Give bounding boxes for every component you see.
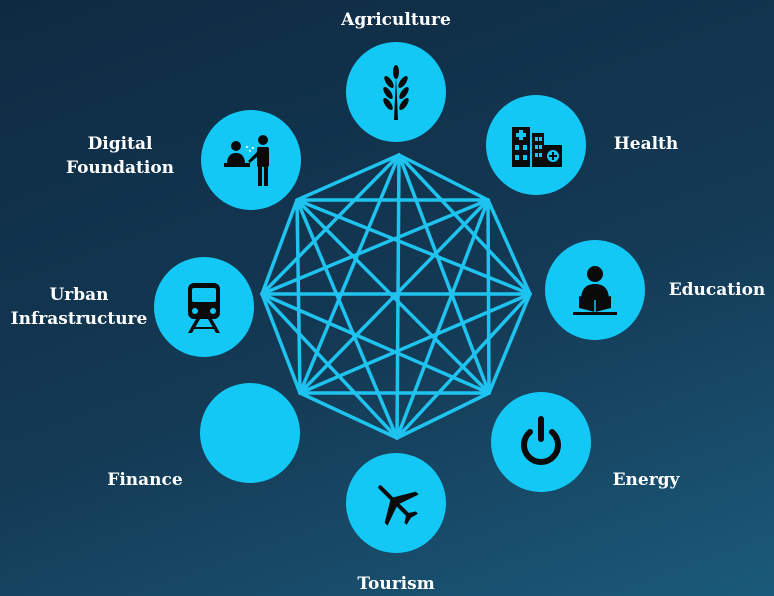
network-edge-2	[397, 153, 491, 395]
health-label: Health	[613, 134, 679, 154]
urban-label-line1: Urban	[49, 285, 109, 305]
network-edge-21	[295, 198, 491, 395]
urban-infrastructure-label: Urban Infrastructure	[4, 283, 154, 331]
agriculture-node	[346, 42, 446, 142]
network-edge-0	[397, 153, 490, 202]
agriculture-label: Agriculture	[341, 10, 451, 30]
tourism-node	[346, 453, 446, 553]
network-edge-27	[260, 198, 299, 296]
reader-icon	[573, 266, 617, 315]
urban-infrastructure-node	[154, 257, 254, 357]
network-edge-23	[260, 292, 399, 440]
network-edge-6	[295, 153, 401, 202]
digital-label-line1: Digital	[87, 134, 153, 154]
wheat-icon	[383, 65, 409, 120]
urban-label-line2: Infrastructure	[10, 309, 148, 329]
finance-node	[200, 383, 300, 483]
health-node	[486, 95, 586, 195]
network-edge-13	[487, 292, 532, 395]
network-edge-5	[260, 153, 401, 296]
airplane-icon	[378, 485, 419, 526]
digital-foundation-node	[201, 110, 301, 210]
power-icon	[521, 416, 561, 465]
energy-node	[491, 392, 591, 492]
hospital-icon	[512, 127, 562, 167]
energy-label: Energy	[612, 470, 680, 490]
network-edge-8	[486, 198, 491, 395]
network-edge-7	[486, 198, 532, 296]
network-edge-25	[260, 292, 302, 395]
network-edge-9	[395, 198, 490, 440]
network-edge-22	[298, 391, 399, 440]
digital-label-line2: Foundation	[65, 158, 175, 178]
network-edge-18	[395, 391, 491, 440]
network-edge-17	[295, 198, 532, 296]
finance-label: Finance	[107, 470, 183, 490]
digital-foundation-label: Digital Foundation	[50, 132, 190, 180]
network-edge-26	[295, 198, 302, 395]
people-desk-icon	[224, 135, 269, 186]
tourism-label: Tourism	[357, 574, 435, 594]
train-icon	[188, 283, 220, 333]
network-edge-24	[295, 198, 399, 440]
network-edge-3	[395, 153, 401, 440]
education-label: Education	[668, 280, 766, 300]
education-node	[545, 240, 645, 340]
